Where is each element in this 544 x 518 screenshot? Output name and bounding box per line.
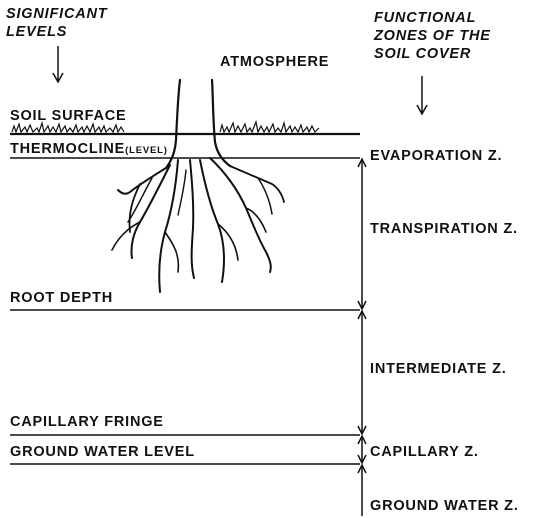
capillary-fringe-label: CAPILLARY FRINGE <box>10 414 164 430</box>
intermediate-zone-label: INTERMEDIATE Z. <box>370 361 507 377</box>
tree-roots-illustration <box>112 80 284 292</box>
down-arrow-icon <box>53 46 63 82</box>
thermocline-text: THERMOCLINE <box>10 141 125 157</box>
zone-arrows <box>358 159 366 516</box>
transpiration-zone-label: TRANSPIRATION Z. <box>370 221 518 237</box>
root-depth-label: ROOT DEPTH <box>10 290 113 306</box>
significant-levels-header: SIGNIFICANT LEVELS <box>6 6 108 82</box>
soil-surface-label: SOIL SURFACE <box>10 108 127 124</box>
thermocline-label: THERMOCLINE(LEVEL) <box>10 141 168 157</box>
capillary-zone-label: CAPILLARY Z. <box>370 444 479 460</box>
significant-levels-line-1: SIGNIFICANT <box>6 6 108 22</box>
ground-water-level-label: GROUND WATER LEVEL <box>10 444 195 460</box>
functional-zones-line-1: FUNCTIONAL <box>374 10 476 26</box>
thermocline-suffix: (LEVEL) <box>125 145 168 156</box>
evaporation-zone-label: EVAPORATION Z. <box>370 148 502 164</box>
functional-zones-header: FUNCTIONAL ZONES OF THE SOIL COVER <box>373 10 491 114</box>
ground-water-zone-label: GROUND WATER Z. <box>370 498 519 514</box>
functional-zones-line-2: ZONES OF THE <box>373 28 491 44</box>
significant-levels-line-2: LEVELS <box>6 24 67 40</box>
down-arrow-icon <box>417 76 427 114</box>
atmosphere-label: ATMOSPHERE <box>220 54 329 70</box>
functional-zones-line-3: SOIL COVER <box>374 46 471 62</box>
